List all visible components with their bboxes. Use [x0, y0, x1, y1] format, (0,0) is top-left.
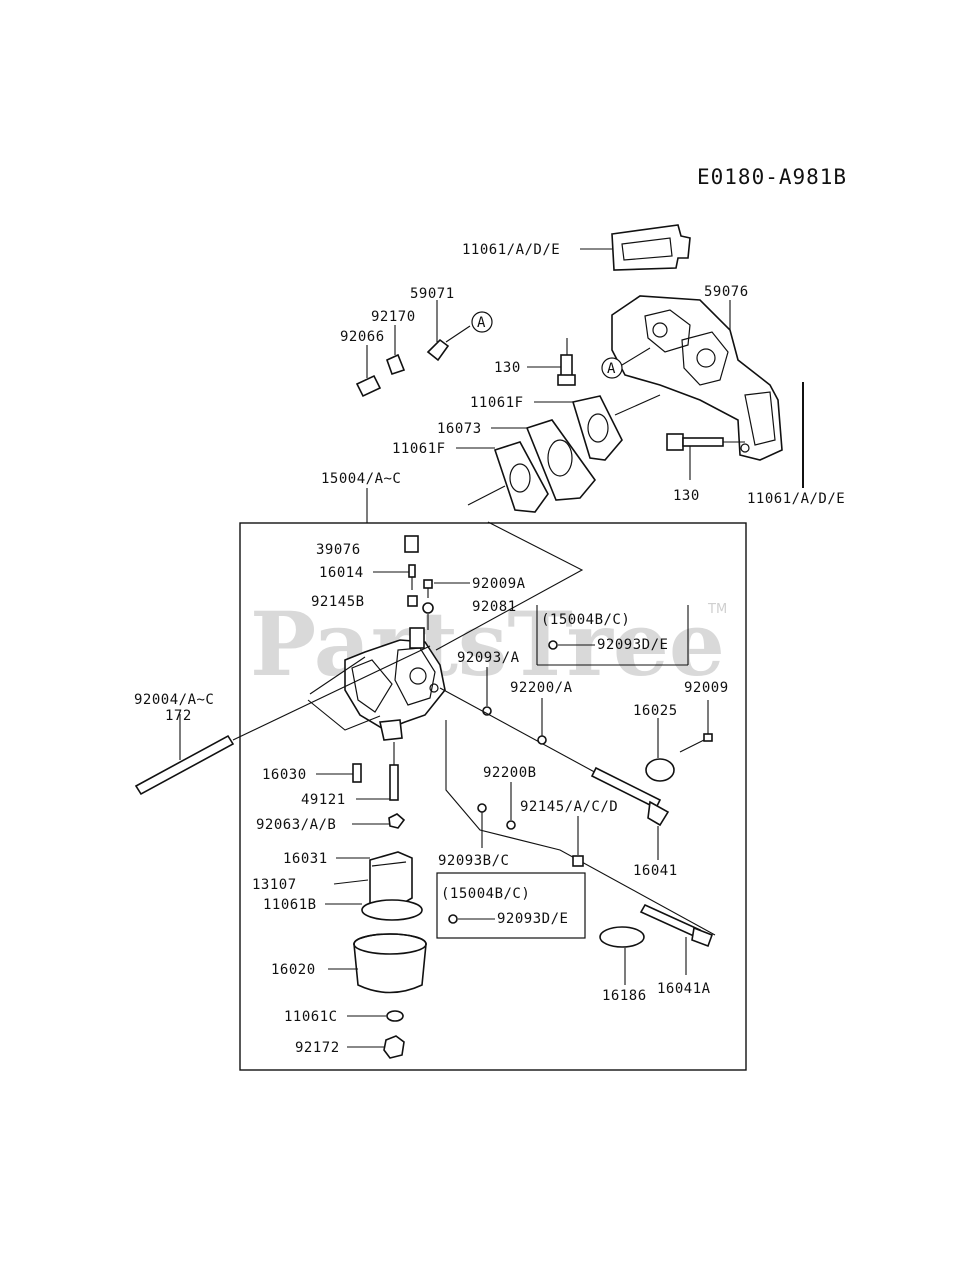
label-92009: 92009 [684, 680, 729, 696]
choke-plate-16186 [599, 926, 645, 948]
label-16020: 16020 [271, 962, 316, 978]
part-49121 [389, 742, 399, 801]
oring-11061c [386, 1010, 404, 1022]
diagram-code: E0180-A981B [697, 165, 847, 189]
label-59071: 59071 [410, 286, 455, 302]
label-16041: 16041 [633, 863, 678, 879]
carburetor-body [344, 627, 446, 741]
throttle-shaft-16041 [590, 766, 670, 827]
jet-92063 [388, 813, 406, 829]
throttle-plate-16025 [645, 758, 675, 782]
label-92093de-1: 92093D/E [597, 637, 668, 653]
label-11061f-a: 11061F [470, 395, 524, 411]
label-11061ade-bot: 11061/A/D/E [747, 491, 845, 507]
label-11061b: 11061B [263, 897, 317, 913]
throttle-guide-line [439, 687, 601, 776]
label-92093bc: 92093B/C [438, 853, 509, 869]
gasket-11061f-upper [571, 395, 623, 461]
label-92170: 92170 [371, 309, 416, 325]
screw-92172 [383, 1035, 405, 1059]
label-92093a: 92093/A [457, 650, 520, 666]
label-92145acd: 92145/A/C/D [520, 799, 618, 815]
label-92200a: 92200/A [510, 680, 573, 696]
label-59076: 59076 [704, 284, 749, 300]
label-16025: 16025 [633, 703, 678, 719]
label-15004bc-2: (15004B/C) [441, 886, 530, 902]
label-92145b: 92145B [311, 594, 365, 610]
screw-92004-172 [134, 734, 235, 796]
carburetor-assembly-box [239, 522, 747, 1071]
label-15004bc-1: (15004B/C) [541, 612, 630, 628]
washer-92093de-lower [448, 914, 458, 924]
fitting-59071 [426, 325, 471, 362]
label-16031: 16031 [283, 851, 328, 867]
label-130-bot: 130 [673, 488, 700, 504]
choke-guide-line [445, 720, 716, 936]
bolt-130-top [557, 338, 576, 386]
needle-16014 [408, 564, 416, 590]
label-13107: 13107 [252, 877, 297, 893]
label-16186: 16186 [602, 988, 647, 1004]
label-92081: 92081 [472, 599, 517, 615]
part-16030 [352, 763, 362, 783]
label-16014: 16014 [319, 565, 364, 581]
trademark: TM [707, 602, 727, 617]
intake-guide-line [435, 521, 584, 651]
label-92066: 92066 [340, 329, 385, 345]
label-16041a: 16041A [657, 981, 711, 997]
washer-92093de-upper [548, 640, 558, 650]
label-92093de-2: 92093D/E [497, 911, 568, 927]
washer-92093bc [477, 803, 487, 813]
part-92081 [422, 602, 434, 630]
washer-92200b [506, 820, 516, 830]
label-130-top: 130 [494, 360, 521, 376]
insulator-16073 [525, 419, 597, 501]
callout-a-manifold [601, 357, 623, 379]
label-16030: 16030 [262, 767, 307, 783]
subset-box-upper [536, 605, 689, 666]
label-15004: 15004/A~C [321, 471, 401, 487]
bolt-130-bottom [666, 433, 724, 451]
screw-92009a [423, 579, 433, 598]
label-92004: 92004/A~C [134, 692, 214, 708]
spring-92145acd [572, 855, 584, 867]
intake-manifold-59076 [611, 295, 783, 461]
label-92063: 92063/A/B [256, 817, 336, 833]
label-11061f-b: 11061F [392, 441, 446, 457]
subset-box-lower [436, 872, 586, 939]
label-11061c: 11061C [284, 1009, 338, 1025]
gasket-11061b [361, 899, 423, 921]
screw-92009 [703, 733, 713, 742]
cap-92066 [355, 374, 382, 398]
callout-a-manifold-letter: A [607, 361, 616, 377]
gasket-11061f-lower [493, 441, 549, 513]
choke-shaft-16041a [639, 903, 714, 948]
label-172: 172 [165, 708, 192, 724]
callout-a-fitting [471, 311, 493, 333]
spring-92145b [407, 595, 418, 607]
label-92200b: 92200B [483, 765, 537, 781]
label-49121: 49121 [301, 792, 346, 808]
clip-92170 [385, 353, 406, 376]
label-92172: 92172 [295, 1040, 340, 1056]
float-bowl-16020 [353, 933, 427, 994]
washer-92200a [537, 735, 547, 745]
label-92009a: 92009A [472, 576, 526, 592]
label-16073: 16073 [437, 421, 482, 437]
plug-39076 [404, 535, 419, 553]
label-39076: 39076 [316, 542, 361, 558]
callout-a-fitting-letter: A [477, 315, 486, 331]
label-11061ade-top: 11061/A/D/E [462, 242, 560, 258]
gasket-11061ade-top [611, 224, 691, 271]
